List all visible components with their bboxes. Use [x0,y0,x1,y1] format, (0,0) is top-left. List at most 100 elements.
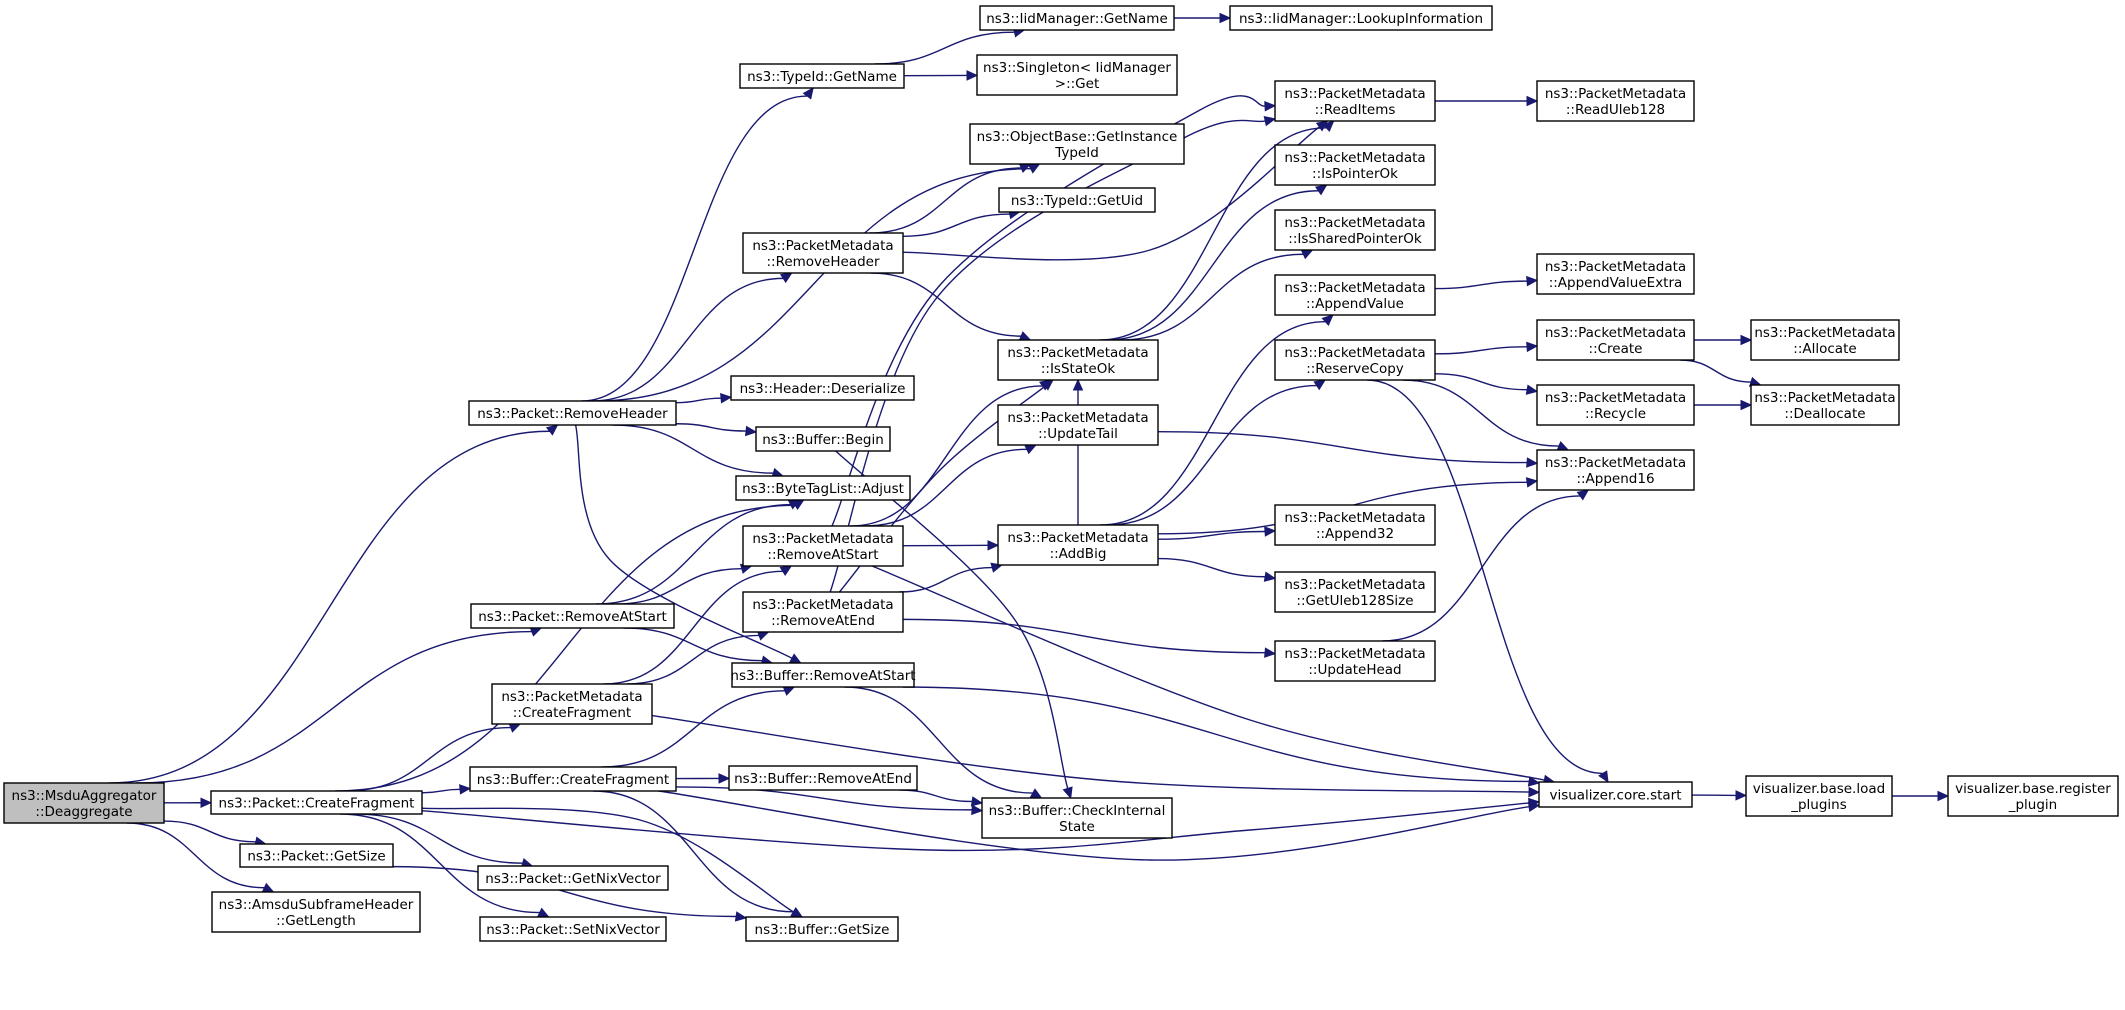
node-box[interactable] [728,765,918,791]
node-pm_allocate[interactable]: ns3::PacketMetadata::Allocate [1750,319,1900,361]
node-pm_addbig[interactable]: ns3::PacketMetadata::AddBig [997,524,1159,566]
node-vis_load_plugins[interactable]: visualizer.base.load_plugins [1745,775,1893,817]
node-box[interactable] [1750,384,1900,426]
node-pm_getuleb128size[interactable]: ns3::PacketMetadata::GetUleb128Size [1274,571,1436,613]
edge-buf_createfragment-to-buf_removeatend [675,773,731,784]
node-pm_appendvalueextra[interactable]: ns3::PacketMetadata::AppendValueExtra [1536,253,1695,295]
node-label: ns3::PacketMetadata [1754,390,1895,406]
node-pkt_getsize[interactable]: ns3::Packet::GetSize [239,843,394,868]
node-buf_begin[interactable]: ns3::Buffer::Begin [755,426,891,452]
node-pkt_createfragment[interactable]: ns3::Packet::CreateFragment [210,790,423,815]
node-box[interactable] [1274,571,1436,613]
node-box[interactable] [1536,80,1695,122]
node-box[interactable] [969,123,1185,165]
node-pkt_getnixvector[interactable]: ns3::Packet::GetNixVector [477,865,669,891]
node-pm_isstateok[interactable]: ns3::PacketMetadata::IsStateOk [997,339,1159,381]
node-box[interactable] [731,662,915,688]
node-box[interactable] [468,400,677,426]
node-buf_removeatstart[interactable]: ns3::Buffer::RemoveAtStart [730,662,916,688]
node-box[interactable] [1274,209,1436,251]
node-box[interactable] [239,843,394,868]
node-box[interactable] [742,591,904,633]
node-box[interactable] [997,524,1159,566]
node-pm_recycle[interactable]: ns3::PacketMetadata::Recycle [1536,384,1695,426]
node-pm_issharedpointerok[interactable]: ns3::PacketMetadata::IsSharedPointerOk [1274,209,1436,251]
node-buf_removeatend[interactable]: ns3::Buffer::RemoveAtEnd [728,765,918,791]
node-label: visualizer.core.start [1549,788,1681,804]
node-btl_adjust[interactable]: ns3::ByteTagList::Adjust [735,475,911,501]
node-box[interactable] [470,603,675,629]
node-box[interactable] [976,54,1178,96]
node-box[interactable] [210,790,423,815]
node-buf_createfragment[interactable]: ns3::Buffer::CreateFragment [469,766,677,792]
node-box[interactable] [1274,274,1436,316]
edge-arrowhead [1027,163,1041,174]
node-pm_createfragment[interactable]: ns3::PacketMetadata::CreateFragment [491,683,653,725]
node-box[interactable] [998,187,1156,213]
node-pkt_removeheader[interactable]: ns3::Packet::RemoveHeader [468,400,677,426]
node-box[interactable] [1750,319,1900,361]
node-pkt_setnixvector[interactable]: ns3::Packet::SetNixVector [479,916,667,942]
node-box[interactable] [469,766,677,792]
node-box[interactable] [1274,339,1436,381]
node-box[interactable] [1274,640,1436,682]
node-box[interactable] [979,5,1175,31]
node-box[interactable] [1536,449,1695,491]
node-box[interactable] [211,891,421,933]
node-pm_readuleb128[interactable]: ns3::PacketMetadata::ReadUleb128 [1536,80,1695,122]
node-box[interactable] [742,525,904,567]
node-box[interactable] [1229,5,1493,31]
node-box[interactable] [735,475,911,501]
node-box[interactable] [491,683,653,725]
node-box[interactable] [997,339,1159,381]
node-header_deserialize[interactable]: ns3::Header::Deserialize [730,375,915,401]
node-box[interactable] [997,404,1159,446]
node-box[interactable] [742,232,904,274]
node-pm_ispointerok[interactable]: ns3::PacketMetadata::IsPointerOk [1274,144,1436,186]
node-box[interactable] [1536,319,1695,361]
node-pm_reservecopy[interactable]: ns3::PacketMetadata::ReserveCopy [1274,339,1436,381]
node-box[interactable] [1274,144,1436,186]
node-pm_updatehead[interactable]: ns3::PacketMetadata::UpdateHead [1274,640,1436,682]
node-box[interactable] [745,916,899,942]
node-typeid_getuid[interactable]: ns3::TypeId::GetUid [998,187,1156,213]
node-label: _plugin [2008,797,2058,813]
node-amsdu_getlength[interactable]: ns3::AmsduSubframeHeader::GetLength [211,891,421,933]
node-vis_core_start[interactable]: visualizer.core.start [1538,781,1693,808]
node-deaggregate[interactable]: ns3::MsduAggregator::Deaggregate [3,782,165,824]
node-typeid_getname[interactable]: ns3::TypeId::GetName [739,63,905,89]
node-pm_removeatend[interactable]: ns3::PacketMetadata::RemoveAtEnd [742,591,904,633]
node-iid_lookupinformation[interactable]: ns3::IidManager::LookupInformation [1229,5,1493,31]
node-box[interactable] [479,916,667,942]
node-box[interactable] [1745,775,1893,817]
node-pm_removeatstart[interactable]: ns3::PacketMetadata::RemoveAtStart [742,525,904,567]
node-box[interactable] [1538,781,1693,808]
node-buf_getsize[interactable]: ns3::Buffer::GetSize [745,916,899,942]
node-pm_updatetail[interactable]: ns3::PacketMetadata::UpdateTail [997,404,1159,446]
node-pm_append16[interactable]: ns3::PacketMetadata::Append16 [1536,449,1695,491]
node-box[interactable] [1274,504,1436,546]
node-box[interactable] [739,63,905,89]
node-pm_readitems[interactable]: ns3::PacketMetadata::ReadItems [1274,80,1436,122]
node-box[interactable] [755,426,891,452]
node-iid_getname[interactable]: ns3::IidManager::GetName [979,5,1175,31]
node-box[interactable] [1536,253,1695,295]
node-pm_deallocate[interactable]: ns3::PacketMetadata::Deallocate [1750,384,1900,426]
node-vis_register_plugin[interactable]: visualizer.base.register_plugin [1947,775,2119,817]
node-pm_create[interactable]: ns3::PacketMetadata::Create [1536,319,1695,361]
node-pkt_removeatstart[interactable]: ns3::Packet::RemoveAtStart [470,603,675,629]
node-box[interactable] [1274,80,1436,122]
node-pm_append32[interactable]: ns3::PacketMetadata::Append32 [1274,504,1436,546]
node-box[interactable] [1536,384,1695,426]
edge-arrowhead [1264,647,1277,658]
node-pm_removeheader[interactable]: ns3::PacketMetadata::RemoveHeader [742,232,904,274]
node-box[interactable] [1947,775,2119,817]
node-box[interactable] [730,375,915,401]
node-pm_appendvalue[interactable]: ns3::PacketMetadata::AppendValue [1274,274,1436,316]
node-singleton_get[interactable]: ns3::Singleton< IidManager>::Get [976,54,1178,96]
node-box[interactable] [477,865,669,891]
node-box[interactable] [3,782,165,824]
node-box[interactable] [981,797,1173,839]
